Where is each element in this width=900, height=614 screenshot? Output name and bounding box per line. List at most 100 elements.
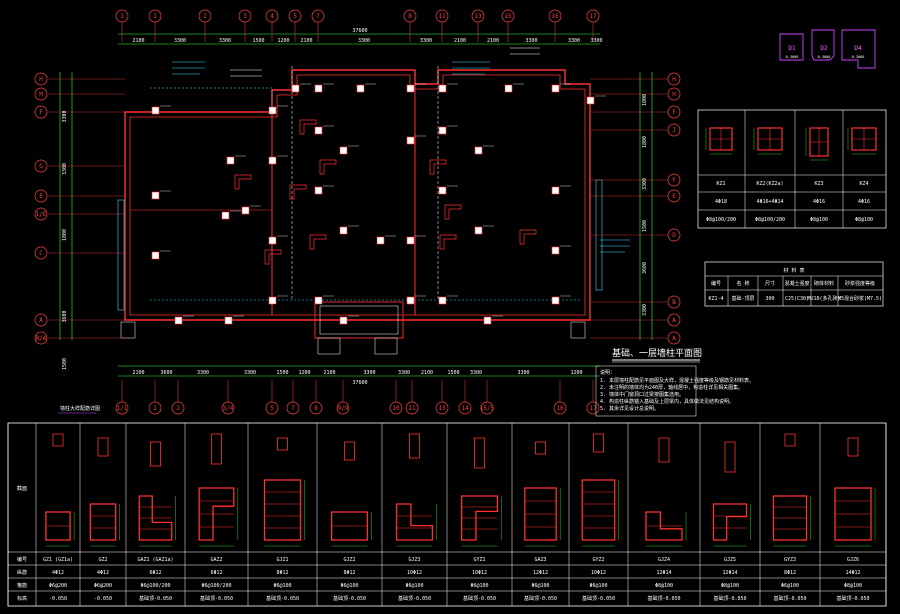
detail-row-label: 箍筋 [17,582,27,589]
material-cell: 基础-顶层 [731,295,754,302]
grid-label: 17 [589,13,597,20]
detail-bars: 14Φ12 [845,570,860,576]
grid-bubble [34,207,48,221]
column-mark [474,146,483,155]
column-mark [291,84,300,93]
dimension-label: 3300 [420,38,432,44]
dimension-label: 1200 [570,370,582,376]
column-mark [339,226,348,235]
grid-label: 11 [408,405,416,412]
grid-label: 2 [176,405,180,412]
dimension-label: 1800 [642,136,648,148]
column-mark [268,296,277,305]
dimension-label: 3600 [160,370,172,376]
wall-columns [151,83,606,325]
material-header: 混凝土强度 [784,280,809,287]
column-mark [314,126,323,135]
column-bars: 4Φ16 [813,199,825,205]
detail-key-shape [344,441,355,461]
detail-bars: 12Φ12 [533,570,548,576]
detail-level: 基础顶-0.050 [713,595,746,602]
wall-segment [319,159,337,175]
dimension-label: 3300 [219,38,231,44]
detail-key-shape [474,437,485,469]
column-mark [551,186,560,195]
dimension-total: 37600 [352,380,367,386]
detail-level: 基础顶-0.050 [333,595,366,602]
dimension-label: 2100 [300,38,312,44]
grid-label: 11 [438,13,446,20]
detail-level: -0.050 [94,596,112,602]
legend-label: D2 [820,45,828,52]
dimension-total: 37600 [352,28,367,34]
dimension-label: 2100 [132,38,144,44]
column-mark [314,296,323,305]
detail-key-shape [658,437,670,463]
grid-bubble [667,123,681,137]
wall-segment [299,119,317,135]
floor-plan-linework [59,33,653,377]
column-mark [483,316,492,325]
detail-section-shape [460,495,499,541]
dimension-label: 3300 [62,163,68,175]
detail-code: GZ1 (GZ1a) [43,557,73,563]
drawing-title: 基础、一层墙柱平面图 [612,347,702,359]
grid-label: A [672,335,676,342]
detail-bars: 12Φ14 [656,570,671,576]
grid-bubble [198,9,212,23]
detail-key-shape [847,437,859,457]
detail-ties: Φ6@100 [781,583,799,589]
detail-level: 基础顶-0.050 [582,595,615,602]
grid-bubble [288,9,302,23]
grid-label: 16 [556,405,564,412]
detail-ties: Φ8@100 [721,583,739,589]
detail-level: 基础顶-0.050 [200,595,233,602]
dimension-label: 3300 [470,370,482,376]
material-cell: KZ1-4 [708,296,723,302]
detail-bars: 10Φ12 [591,570,606,576]
dimension-label: 3300 [174,38,186,44]
detail-section-shape [712,503,748,541]
grid-bubble [238,9,252,23]
grid-bubble [471,9,485,23]
grid-label: 1 [153,405,157,412]
column-mark [474,226,483,235]
grid-label: F [39,109,43,116]
note-line: 4. 构造柱纵筋锚入基础及上层梁内，具体做法见结构说明。 [600,398,734,405]
wall-segment [234,174,252,190]
detail-code: GYZ1 [473,557,485,563]
column-ties: Φ8@100 [810,217,828,223]
detail-section-shape [89,503,117,541]
detail-row-label: 截面 [17,485,27,492]
column-code: KZ2(KZ2a) [756,181,783,187]
detail-ties: Φ6@100 [531,583,549,589]
wall-segment [289,184,307,200]
column-mark [174,316,183,325]
detail-row-label: 编号 [17,556,27,563]
column-mark [551,296,560,305]
grid-bubble [221,401,235,415]
detail-ties: Φ6@100 [470,583,488,589]
detail-level: 基础顶-0.050 [266,595,299,602]
grid-label: 3/4 [223,405,234,412]
grid-bubble [171,401,185,415]
dimension-label: 1800 [62,229,68,241]
wall-segment [439,234,457,250]
column-code: KZ1 [716,181,725,187]
dimension-label: 3300 [197,370,209,376]
grid-label: 13 [474,13,482,20]
grid-label: B [672,299,676,306]
grid-label: C [39,250,43,257]
material-cell: C25(C30) [785,296,809,302]
detail-ties: Φ6@200 [94,583,112,589]
detail-key-shape [150,441,161,467]
column-mark [406,236,415,245]
grid-label: 4 [270,13,274,20]
dimension-label: 2100 [487,38,499,44]
detail-bars: 4Φ12 [52,570,64,576]
dimension-label: 1500 [276,370,288,376]
grid-label: 1/1 [117,405,128,412]
grid-bubble [667,87,681,101]
detail-code: GAZ3 [534,557,546,563]
note-line: 2. 未注明的墙体均为240厚，轴线居中，构造柱详见相关图集。 [600,384,743,391]
